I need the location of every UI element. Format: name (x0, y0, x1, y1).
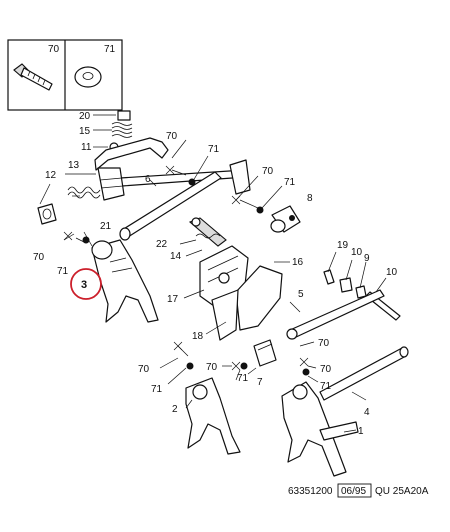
footer-reference: 63351200 06/95 QU 25A20A (288, 483, 429, 498)
guide-part-7 (253, 339, 277, 367)
callout-22: 22 (156, 239, 168, 250)
callout-1: 1 (358, 426, 364, 437)
callout-18: 18 (192, 331, 204, 342)
legend-right-number: 71 (104, 44, 116, 55)
callout-5: 5 (298, 289, 304, 300)
callout-71-e: 71 (237, 373, 249, 384)
footer-ref-number: 63351200 (288, 486, 333, 497)
washer-icon (74, 66, 102, 88)
upper-selector-rod (94, 137, 251, 241)
highlight-ring (70, 268, 102, 300)
callout-71-a: 71 (208, 144, 220, 155)
fork-part-1 (281, 381, 359, 477)
callout-16: 16 (292, 257, 304, 268)
selector-rod-4 (319, 346, 409, 401)
footer-date-box: 06/95 (341, 486, 366, 497)
callout-3: 3 (81, 279, 87, 291)
fork-part-3 (91, 239, 159, 323)
interlock-assembly (188, 217, 283, 341)
leader-lines (39, 139, 387, 433)
callout-70-c: 70 (33, 252, 45, 263)
callout-10-b: 10 (386, 267, 398, 278)
callout-10-a: 10 (351, 247, 363, 258)
callout-2: 2 (172, 404, 178, 415)
callout-71-c: 71 (57, 266, 69, 277)
callout-11: 11 (81, 142, 92, 153)
callout-8: 8 (307, 193, 313, 204)
callout-15: 15 (79, 126, 91, 137)
callout-12: 12 (45, 170, 57, 181)
callout-70-g: 70 (320, 364, 332, 375)
callout-71-b: 71 (284, 177, 296, 188)
callout-labels: 20 15 11 13 12 70 71 6 70 71 8 21 22 14 … (33, 111, 398, 437)
callout-70-e: 70 (138, 364, 150, 375)
callout-9: 9 (364, 253, 370, 264)
callout-70-f: 70 (206, 362, 218, 373)
fork-part-2 (185, 377, 241, 455)
callout-4: 4 (364, 407, 370, 418)
bushing-part (270, 205, 301, 233)
bolt-icon (13, 63, 53, 91)
footer-code: QU 25A20A (375, 486, 429, 497)
callout-14: 14 (170, 251, 182, 262)
callout-19: 19 (337, 240, 349, 251)
callout-21: 21 (100, 221, 112, 232)
callout-20: 20 (79, 111, 91, 122)
legend-box: 70 71 (7, 39, 123, 111)
spring-and-ring (37, 186, 101, 225)
callout-17: 17 (167, 294, 179, 305)
legend-left-number: 70 (48, 44, 60, 55)
callout-13: 13 (68, 160, 80, 171)
callout-70-d: 70 (318, 338, 330, 349)
callout-70-b: 70 (262, 166, 274, 177)
callout-70-a: 70 (166, 131, 178, 142)
selector-rod-5 (286, 289, 385, 340)
callout-7: 7 (257, 377, 263, 388)
callout-6: 6 (145, 174, 151, 185)
callout-71-f: 71 (320, 381, 332, 392)
callout-71-d: 71 (151, 384, 163, 395)
